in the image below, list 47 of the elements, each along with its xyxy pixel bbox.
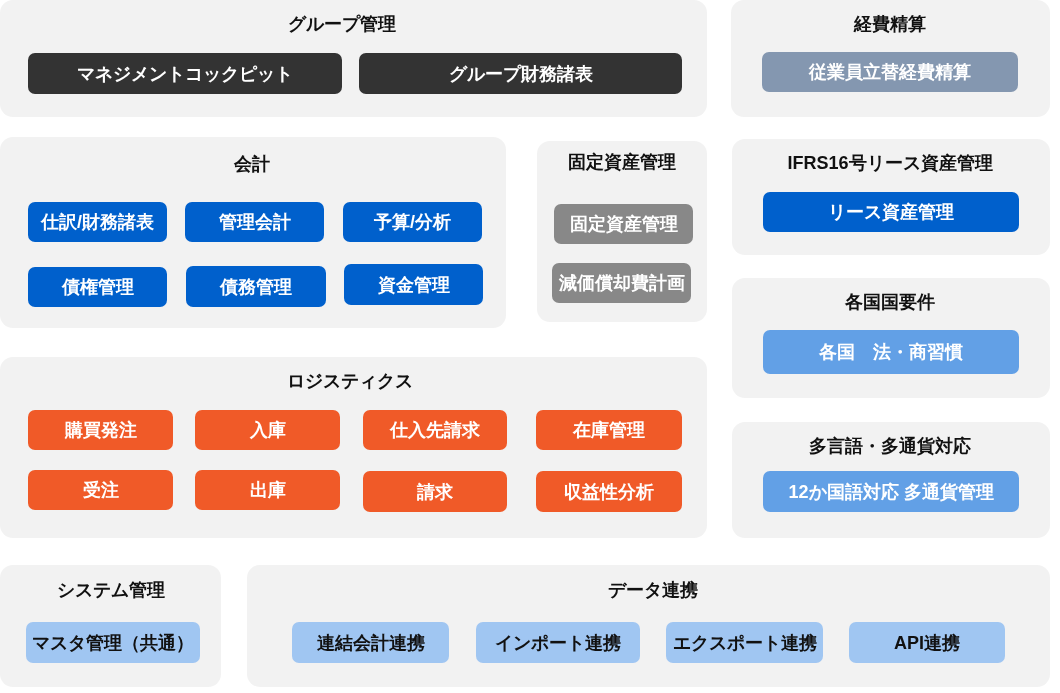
module-box: 予算/分析 [343, 202, 482, 242]
panel-heading: 経費精算 [854, 13, 926, 35]
category-panel [731, 0, 1050, 117]
module-box: 従業員立替経費精算 [762, 52, 1018, 92]
panel-heading: IFRS16号リース資産管理 [787, 152, 993, 174]
panel-heading: ロジスティクス [287, 370, 413, 392]
module-box: 各国 法・商習慣 [763, 330, 1019, 374]
panel-heading: 会計 [234, 153, 270, 175]
panel-heading: データ連携 [608, 579, 698, 601]
module-box: 購買発注 [28, 410, 173, 450]
module-box: 12か国語対応 多通貨管理 [763, 471, 1019, 512]
category-panel [732, 422, 1050, 538]
module-box: 減価償却費計画 [552, 263, 691, 303]
module-box: 管理会計 [185, 202, 324, 242]
module-box: 受注 [28, 470, 173, 510]
category-panel [732, 139, 1050, 255]
module-box: 出庫 [195, 470, 340, 510]
module-box: 資金管理 [344, 264, 483, 305]
category-panel [732, 278, 1050, 398]
panel-heading: 各国国要件 [845, 291, 935, 313]
module-box: 連結会計連携 [292, 622, 449, 663]
module-box: 債権管理 [28, 267, 167, 307]
category-panel [0, 357, 707, 538]
module-box: リース資産管理 [763, 192, 1019, 232]
module-box: 債務管理 [186, 266, 326, 307]
panel-heading: 固定資産管理 [568, 151, 676, 173]
category-panel [0, 565, 221, 687]
module-box: 固定資産管理 [554, 204, 693, 244]
module-box: 入庫 [195, 410, 340, 450]
panel-heading: グループ管理 [288, 13, 396, 35]
module-box: 仕入先請求 [363, 410, 507, 450]
module-box: API連携 [849, 622, 1005, 663]
module-box: 在庫管理 [536, 410, 682, 450]
panel-heading: システム管理 [57, 579, 165, 601]
module-box: グループ財務諸表 [359, 53, 682, 94]
module-box: 収益性分析 [536, 471, 682, 512]
module-box: 請求 [363, 471, 507, 512]
category-panel [247, 565, 1050, 687]
module-box: マスタ管理（共通） [26, 622, 200, 663]
module-box: 仕訳/財務諸表 [28, 202, 167, 242]
module-box: エクスポート連携 [666, 622, 823, 663]
category-panel [0, 0, 707, 117]
module-box: インポート連携 [476, 622, 640, 663]
category-panel [0, 137, 506, 328]
category-panel [537, 141, 707, 322]
module-box: マネジメントコックピット [28, 53, 342, 94]
panel-heading: 多言語・多通貨対応 [809, 435, 971, 457]
